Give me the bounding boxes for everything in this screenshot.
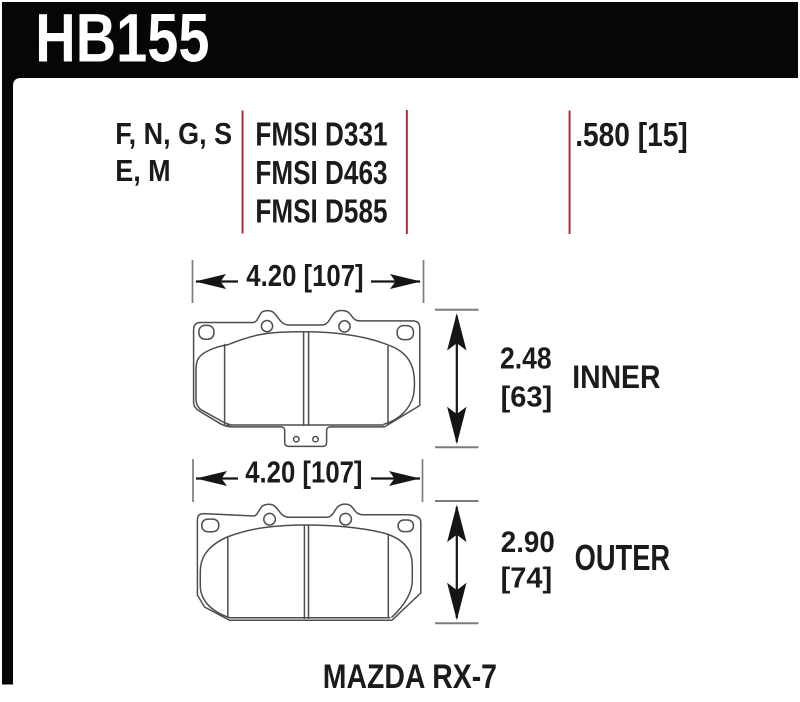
svg-text:.580 [15]: .580 [15] (575, 115, 688, 153)
svg-text:INNER: INNER (572, 359, 660, 395)
svg-text:F, N, G, S: F, N, G, S (115, 118, 232, 152)
svg-text:MAZDA RX-7: MAZDA RX-7 (323, 657, 497, 695)
svg-text:E, M: E, M (115, 155, 170, 189)
svg-text:4.20 [107]: 4.20 [107] (245, 456, 362, 489)
svg-text:[63]: [63] (501, 382, 553, 414)
svg-text:FMSI D331: FMSI D331 (255, 117, 387, 154)
svg-text:FMSI D585: FMSI D585 (255, 194, 387, 231)
svg-text:OUTER: OUTER (575, 537, 671, 578)
svg-text:2.48: 2.48 (500, 342, 552, 376)
svg-text:HB155: HB155 (35, 0, 209, 77)
svg-text:FMSI D463: FMSI D463 (255, 155, 387, 192)
svg-text:2.90: 2.90 (501, 527, 555, 560)
svg-text:[74]: [74] (501, 563, 553, 595)
svg-text:4.20 [107]: 4.20 [107] (246, 259, 363, 292)
